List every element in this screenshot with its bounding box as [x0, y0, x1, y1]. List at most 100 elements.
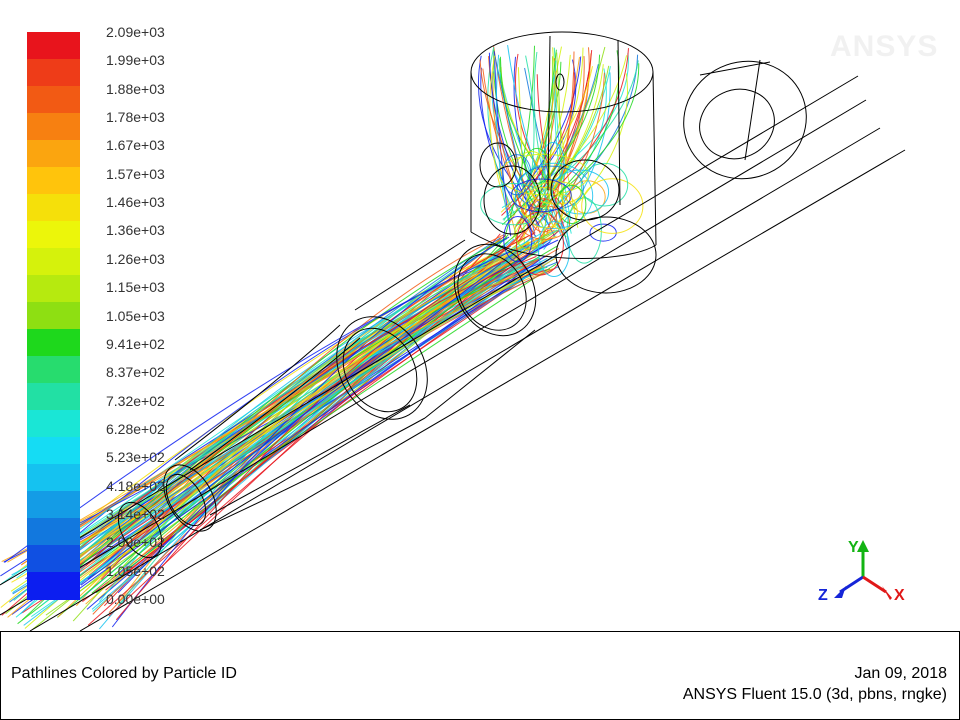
colorbar-segment	[27, 140, 80, 168]
pathline	[581, 178, 644, 234]
pipe-edge	[744, 59, 761, 161]
colorbar-tick-label: 0.00e+00	[106, 591, 165, 607]
colorbar-segment	[27, 221, 80, 249]
pathline	[23, 261, 524, 626]
colorbar-segment	[27, 194, 80, 222]
pathline	[108, 230, 526, 617]
geometry-scene[interactable]: Y Z X	[0, 0, 960, 631]
pathline	[7, 236, 551, 563]
pathline	[508, 70, 557, 226]
chamber-edge	[617, 39, 621, 206]
colorbar-tick-label: 8.37e+02	[106, 364, 165, 381]
colorbar-tick-label: 2.09e+02	[106, 534, 165, 551]
pathline	[515, 50, 593, 227]
pathline	[80, 263, 502, 586]
pathline	[34, 235, 521, 568]
pathline	[488, 52, 541, 227]
colorbar	[27, 32, 80, 600]
plot-title: Pathlines Colored by Particle ID	[11, 665, 237, 682]
nozzle-ring	[117, 502, 163, 558]
pathline	[85, 241, 530, 591]
colorbar-segment	[27, 491, 80, 519]
pathline	[59, 229, 555, 580]
pathline	[506, 56, 582, 208]
pathline	[36, 257, 557, 585]
colorbar-tick-label: 4.18e+02	[106, 477, 165, 494]
pathline	[566, 197, 602, 264]
pathline	[498, 153, 589, 196]
nozzle-ring	[165, 473, 207, 527]
colorbar-tick-label: 1.67e+03	[106, 137, 165, 154]
colorbar-segment	[27, 464, 80, 492]
stage-ring	[336, 316, 428, 420]
colorbar-segment	[27, 572, 80, 600]
axis-y-label: Y	[848, 539, 859, 556]
pipe-edge	[79, 149, 906, 631]
stage-edge	[354, 239, 466, 311]
pathline	[546, 51, 575, 234]
pathline	[557, 185, 587, 224]
nozzle-ring	[163, 464, 217, 532]
pathline	[525, 55, 535, 209]
colorbar-segment	[27, 32, 80, 60]
pathline	[530, 73, 628, 248]
colorbar-segment	[27, 248, 80, 276]
pathline	[105, 233, 505, 570]
axis-z-label: Z	[818, 587, 828, 604]
pathline	[547, 194, 578, 231]
pathline	[551, 169, 610, 215]
colorbar-tick-label: 2.09e+03	[106, 24, 165, 40]
colorbar-tick-label: 1.05e+02	[106, 562, 165, 579]
colorbar-segment	[27, 410, 80, 438]
pathline	[501, 54, 601, 226]
plot-date: Jan 09, 2018	[854, 665, 947, 682]
colorbar-tick-label: 7.32e+02	[106, 392, 165, 409]
pathline	[501, 52, 629, 209]
taper-edge	[199, 417, 426, 531]
pathline	[507, 45, 568, 250]
axis-x-label: X	[894, 587, 905, 604]
chamber-edge	[652, 71, 657, 246]
colorbar-tick-label: 1.15e+03	[106, 279, 165, 296]
pipe-edge	[0, 75, 859, 586]
pipe-edge	[699, 61, 771, 76]
colorbar-segment	[27, 383, 80, 411]
stage-ring	[453, 243, 537, 337]
pathline	[91, 257, 521, 594]
pathline	[27, 251, 515, 578]
colorbar-segment	[27, 518, 80, 546]
pathline	[108, 248, 560, 614]
stage-edge	[424, 329, 536, 419]
footer-panel: Pathlines Colored by Particle ID Jan 09,…	[0, 631, 960, 720]
pathline	[7, 235, 529, 618]
colorbar-tick-label: 6.28e+02	[106, 420, 165, 437]
colorbar-segment	[27, 113, 80, 141]
pathline	[514, 215, 545, 250]
taper-edge	[174, 324, 341, 461]
outlet-ring	[699, 88, 775, 160]
pathline	[494, 54, 536, 234]
chamber-bottom	[470, 231, 657, 259]
pathline	[544, 64, 604, 202]
pathline	[530, 198, 558, 233]
inner-ring	[479, 142, 517, 188]
pathline	[91, 237, 532, 610]
colorbar-tick-label: 1.46e+03	[106, 194, 165, 211]
axis-triad: Y Z X	[818, 539, 905, 604]
pathline	[580, 162, 629, 207]
inner-ring	[555, 216, 657, 294]
pathlines	[0, 45, 644, 630]
pathline	[515, 65, 610, 237]
colorbar-segment	[27, 329, 80, 357]
pathline	[503, 216, 533, 263]
colorbar-tick-label: 1.05e+03	[106, 307, 165, 324]
colorbar-tick-label: 9.41e+02	[106, 335, 165, 352]
pathline	[499, 56, 567, 238]
pipe-edge	[29, 127, 881, 631]
pathline	[100, 232, 536, 580]
ansys-watermark: ANSYS	[830, 30, 939, 63]
colorbar-segment	[27, 545, 80, 573]
taper-edge	[209, 404, 411, 516]
colorbar-segment	[27, 167, 80, 195]
